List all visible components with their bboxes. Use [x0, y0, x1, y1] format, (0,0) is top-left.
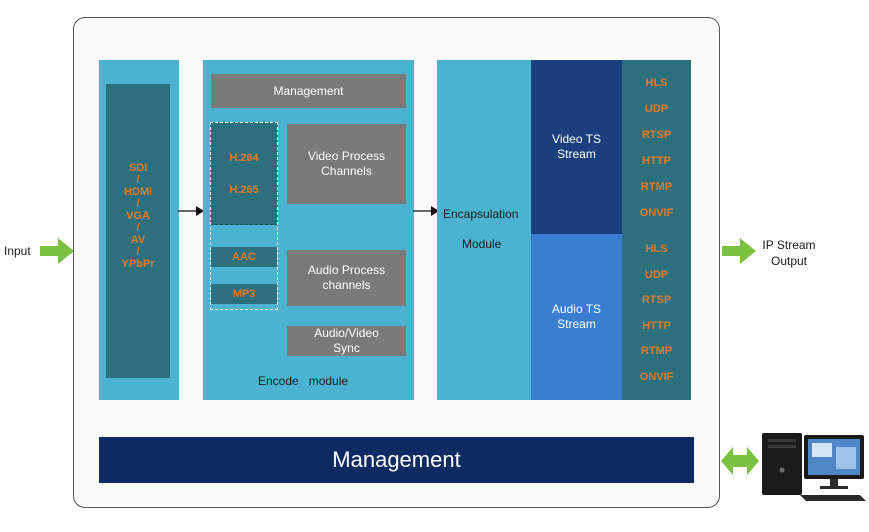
encode-module-label: Encode module — [258, 374, 349, 388]
encapsulation-label: Encapsulation — [443, 207, 519, 221]
input-type-hdmi: HDMI — [123, 186, 153, 198]
protocol-udp: UDP — [644, 268, 669, 281]
audio-protocol-list: HLS UDP RTSP HTTP RTMP ONVIF — [622, 237, 691, 391]
computer-icon — [762, 433, 866, 501]
protocol-hls: HLS — [645, 243, 668, 255]
separator: / — [136, 198, 140, 210]
arrow-icon — [178, 206, 204, 216]
protocol-http: HTTP — [642, 155, 671, 167]
output-label: IP Stream Output — [755, 237, 823, 269]
output-label-line1: IP Stream — [762, 238, 816, 252]
audio-ts-line2: Stream — [557, 317, 596, 331]
protocol-rtsp: RTSP — [641, 129, 672, 141]
input-type-vga: VGA — [126, 210, 150, 222]
av-sync-box: Audio/Video Sync — [287, 326, 406, 356]
encapsulation-module-label: Module — [462, 237, 502, 251]
codec-mp3: MP3 — [211, 284, 277, 304]
separator: / — [136, 174, 140, 186]
codec-aac: AAC — [211, 247, 277, 267]
input-types-box: SDI / HDMI / VGA / AV / YPbPr — [106, 84, 170, 378]
codec-dashed-group — [210, 122, 278, 310]
video-codec-box: H.264 H.265 — [210, 122, 278, 225]
protocol-onvif: ONVIF — [639, 207, 674, 219]
protocol-http: HTTP — [642, 319, 671, 332]
protocol-onvif: ONVIF — [639, 370, 674, 383]
management-bar: Management — [99, 437, 694, 483]
input-type-ypbpr: YPbPr — [121, 258, 155, 270]
encode-management-box: Management — [211, 74, 406, 108]
audio-ts-stream: Audio TS Stream — [531, 234, 622, 400]
audio-process-channels: Audio Process channels — [287, 250, 406, 306]
output-arrow-icon — [722, 238, 756, 264]
protocol-udp: UDP — [644, 103, 669, 115]
protocol-column — [622, 60, 691, 400]
output-label-line2: Output — [770, 254, 808, 268]
input-type-sdi: SDI — [128, 162, 148, 174]
protocol-hls: HLS — [645, 77, 668, 89]
audio-process-line1: Audio Process — [307, 263, 386, 277]
audio-ts-line1: Audio TS — [551, 302, 602, 316]
input-type-av: AV — [130, 234, 146, 246]
input-label: Input — [4, 244, 31, 258]
video-ts-line2: Stream — [557, 147, 596, 161]
video-process-line1: Video Process — [307, 149, 386, 163]
separator: / — [136, 222, 140, 234]
video-process-line2: Channels — [321, 164, 372, 178]
video-process-channels: Video Process Channels — [287, 124, 406, 204]
codec-h264: H.264 — [229, 151, 259, 164]
video-protocol-list: HLS UDP RTSP HTTP RTMP ONVIF — [622, 70, 691, 226]
video-ts-stream: Video TS Stream — [531, 60, 622, 234]
codec-h265: H.265 — [229, 183, 259, 196]
bidirectional-arrow-icon — [721, 447, 759, 475]
av-sync-line2: Sync — [333, 341, 360, 355]
av-sync-line1: Audio/Video — [314, 326, 379, 340]
protocol-rtmp: RTMP — [640, 345, 673, 358]
arrow-icon — [413, 206, 439, 216]
separator: / — [136, 246, 140, 258]
protocol-rtmp: RTMP — [640, 181, 673, 193]
input-arrow-icon — [40, 238, 74, 264]
encapsulation-module — [437, 60, 532, 400]
video-ts-line1: Video TS — [552, 132, 601, 146]
audio-process-line2: channels — [322, 278, 371, 292]
protocol-rtsp: RTSP — [641, 294, 672, 307]
